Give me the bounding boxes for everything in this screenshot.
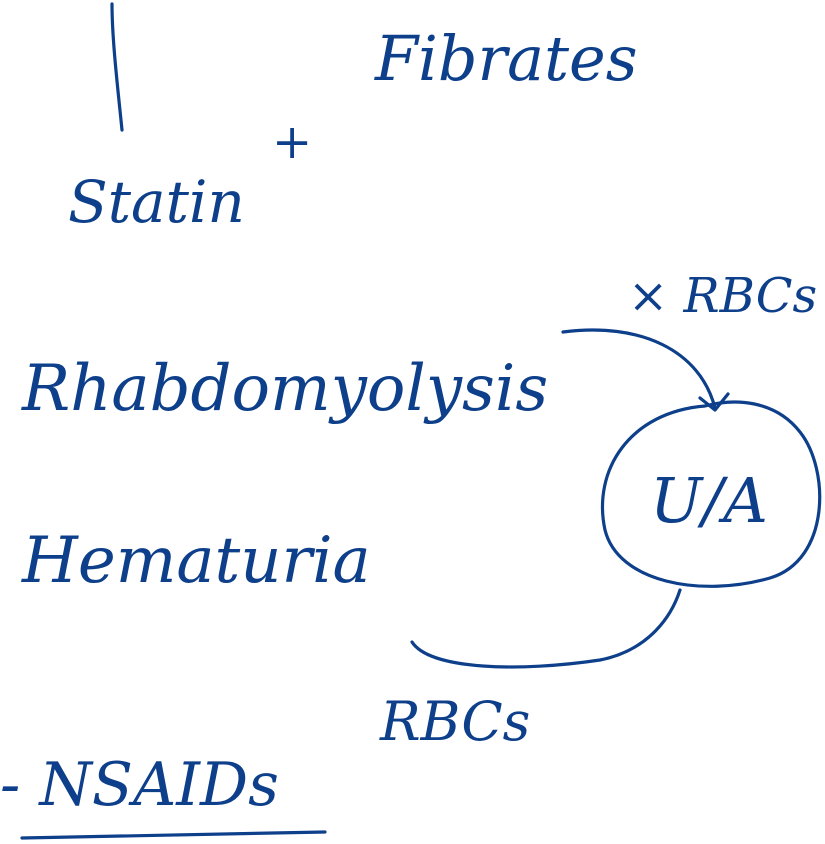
rbc-absent-label: × RBCs	[628, 268, 817, 324]
nsaids-label: - NSAIDs	[0, 750, 279, 820]
rhabdomyolysis-label: Rhabdomyolysis	[21, 352, 548, 426]
fibrates-label: Fibrates	[374, 22, 638, 95]
hematuria-label: Hematuria	[21, 524, 371, 598]
ua-label: U/A	[650, 464, 768, 537]
arrow-rbc-to-ua-head	[698, 392, 730, 412]
nsaids-underline	[20, 830, 327, 840]
vertical-stroke	[110, 2, 124, 132]
ua-circle	[600, 400, 822, 588]
arrow-rbc-to-ua	[561, 328, 717, 410]
connector-hematuria-to-ua	[410, 588, 682, 669]
plus-sign: +	[272, 114, 312, 170]
statin-label: Statin	[68, 168, 245, 236]
rbcs-label: RBCs	[379, 690, 530, 753]
